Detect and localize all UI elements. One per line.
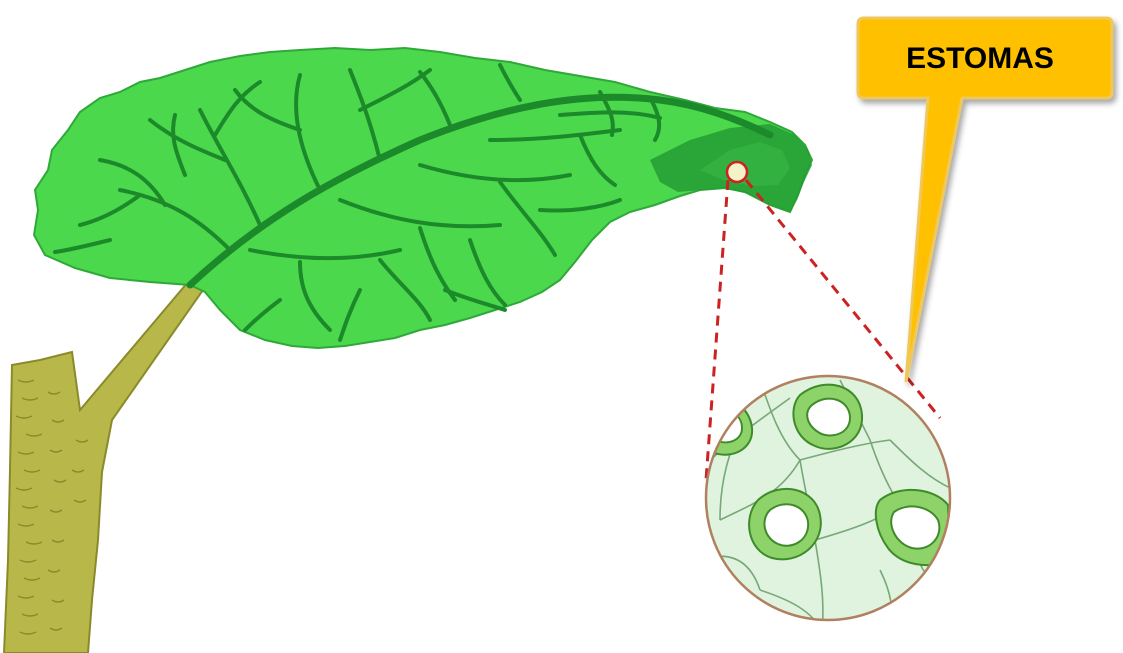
leaf: [34, 48, 812, 348]
stoma-guard-cells: [793, 385, 862, 449]
stoma-guard-cells: [749, 489, 821, 560]
estomas-callout: ESTOMAS: [858, 18, 1112, 382]
stem: [4, 282, 203, 653]
stoma-highlight-spot: [727, 162, 747, 182]
callout-label: ESTOMAS: [906, 42, 1054, 75]
stomata-magnified-view: [700, 376, 955, 630]
branch-stem-shape: [4, 282, 203, 653]
